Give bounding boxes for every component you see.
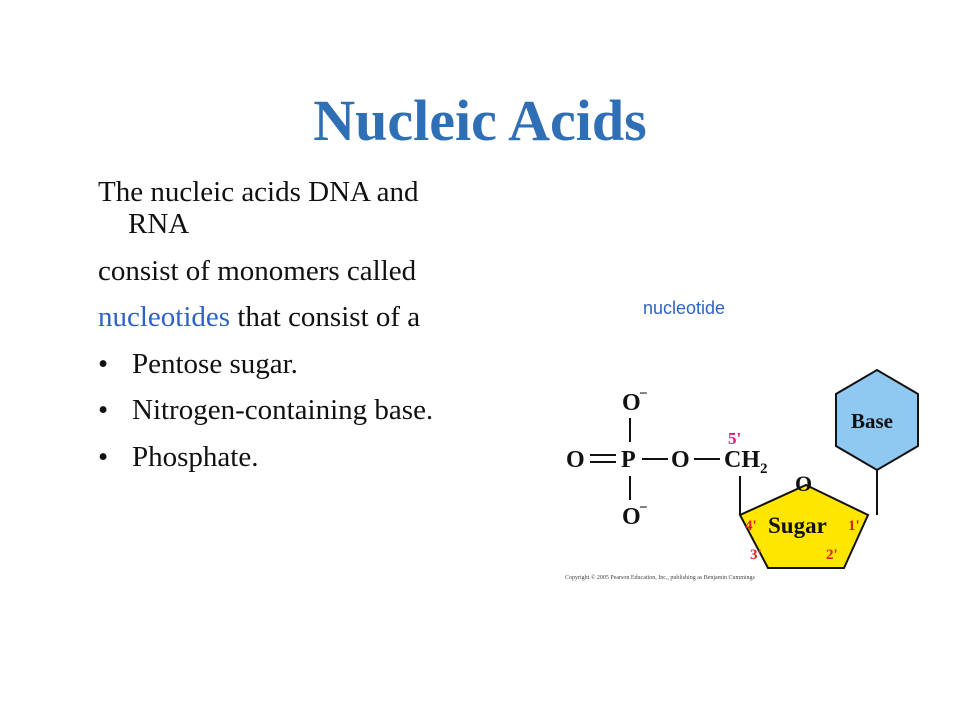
nucleotide-diagram: O − O P O O − 5' CH2 O Sugar 4' 1' 3' 2'… [550,360,930,595]
five-prime-label: 5' [728,429,741,448]
base-label: Base [851,409,893,433]
intro-line-2: consist of monomers called [98,254,417,287]
bullet-pentose-sugar: Pentose sugar. [98,348,538,381]
phosphate-oxygen-double: O [566,447,585,473]
intro-line-3-rest: that consist of a [230,301,421,334]
ch2-group: CH2 [724,447,768,477]
phosphate-oxygen-top: O [622,390,641,416]
copyright-notice: Copyright © 2005 Pearson Education, Inc.… [565,574,756,581]
highlight-term: nucleotides [98,301,231,334]
bridge-oxygen: O [671,447,690,473]
intro-line-1b: RNA [128,208,190,241]
component-list: Pentose sugar. Nitrogen-containing base.… [98,348,538,474]
position-2-prime: 2' [826,547,838,563]
intro-line-1: The nucleic acids DNA and RNA [98,176,538,241]
ring-oxygen: O [795,471,812,496]
position-3-prime: 3' [750,547,762,563]
phosphate-oxygen-bottom: O [622,504,641,530]
base-hexagon [835,368,919,472]
phosphorus-atom: P [621,447,636,473]
sugar-label: Sugar [768,513,827,538]
body-text: The nucleic acids DNA and RNA consist of… [98,176,538,487]
position-4-prime: 4' [745,518,757,534]
ch2-text: CH [724,447,760,473]
bullet-nitrogen-base: Nitrogen-containing base. [98,394,538,427]
nucleotide-label: nucleotide [643,298,726,318]
sugar-ring [738,483,870,569]
position-1-prime: 1' [848,518,860,534]
intro-line-3: nucleotides that consist of a [98,301,538,333]
slide-title: Nucleic Acids [313,88,647,153]
nucleotide-structure-svg: O − O P O O − 5' CH2 O Sugar 4' 1' 3' 2'… [565,368,919,581]
phosphate-oxygen-top-charge: − [639,386,648,402]
bullet-phosphate: Phosphate. [98,441,538,474]
ch2-subscript: 2 [760,461,768,477]
intro-line-1a: The nucleic acids DNA and [98,176,419,208]
phosphate-oxygen-bottom-charge: − [639,500,648,516]
